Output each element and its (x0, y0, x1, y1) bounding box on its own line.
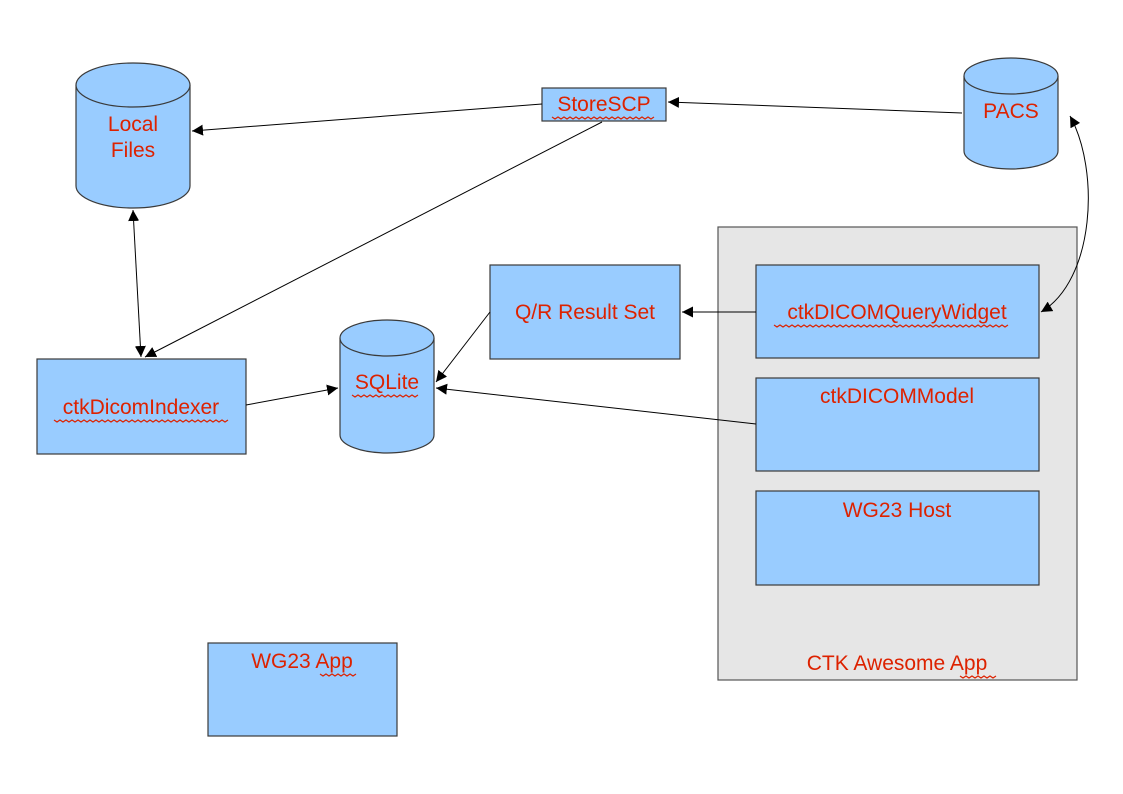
edge-local-files-indexer-bidirectional (128, 209, 146, 358)
wg23-host-box[interactable]: WG23 Host (755, 490, 1040, 586)
spellcheck-underline (53, 419, 229, 423)
ctk-dicom-indexer-box[interactable]: ctkDicomIndexer (36, 358, 247, 455)
ctk-dicom-model-label: ctkDICOMModel (820, 385, 974, 408)
local-files-label-line1: Local (108, 113, 158, 136)
edge-pacs-query-widget-bidirectional (1040, 115, 1089, 313)
ctk-dicom-model-box[interactable]: ctkDICOMModel (755, 377, 1040, 472)
edge-pacs-to-storescp (667, 96, 963, 114)
edge-storescp-to-indexer (144, 121, 603, 358)
wg23-host-label: WG23 Host (843, 499, 952, 522)
spellcheck-underline (773, 324, 1009, 328)
qr-result-set-label: Q/R Result Set (515, 301, 655, 324)
ctk-dicom-query-widget-label: ctkDICOMQueryWidget (787, 301, 1007, 324)
local-files-label-line2: Files (111, 139, 155, 162)
spellcheck-underline (959, 675, 997, 679)
storescp-box[interactable]: StoreSCP (541, 87, 667, 122)
spellcheck-underline (319, 673, 357, 677)
ctk-dicom-query-widget-box[interactable]: ctkDICOMQueryWidget (755, 264, 1040, 359)
connectors (128, 96, 1089, 425)
spellcheck-underline (551, 116, 655, 120)
qr-result-set-box[interactable]: Q/R Result Set (489, 264, 681, 360)
sqlite-label: SQLite (355, 371, 419, 394)
sqlite-database[interactable]: SQLite (339, 319, 435, 454)
spellcheck-underline (351, 394, 419, 398)
edge-indexer-to-sqlite (245, 384, 339, 406)
edge-qr-result-set-to-sqlite (435, 311, 491, 383)
local-files-database[interactable]: Local Files (75, 62, 191, 209)
wg23-app-label: WG23 App (251, 650, 353, 673)
storescp-label: StoreSCP (557, 93, 650, 116)
ctk-awesome-app-label: CTK Awesome App (807, 652, 988, 675)
ctk-dicom-indexer-label: ctkDicomIndexer (63, 396, 219, 419)
pacs-database[interactable]: PACS (963, 57, 1059, 170)
wg23-app-box[interactable]: WG23 App (207, 642, 398, 737)
pacs-label: PACS (983, 100, 1039, 123)
edge-storescp-to-local-files (191, 103, 543, 136)
edge-model-to-sqlite (435, 383, 757, 425)
